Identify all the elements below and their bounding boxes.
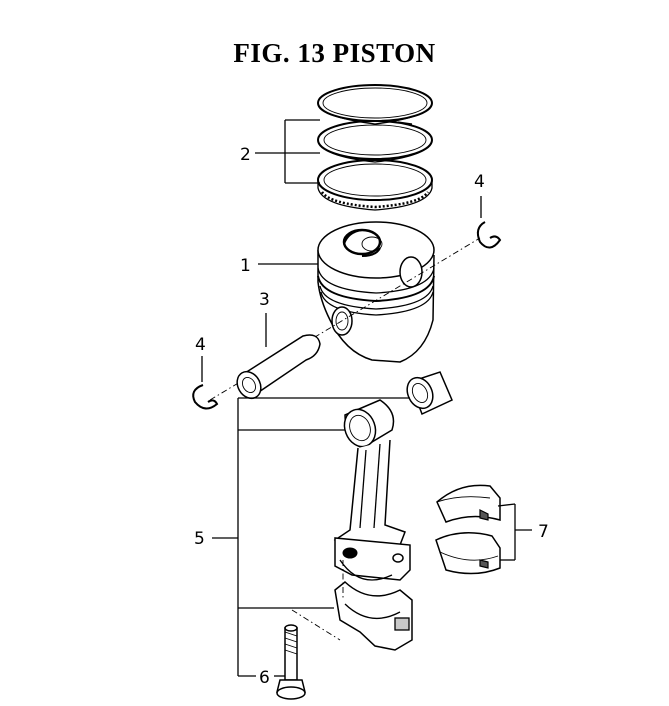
- pin-axis-centerline: [209, 237, 481, 401]
- connecting-rod-cap: [334, 581, 413, 651]
- piston-ring-middle: [317, 120, 433, 163]
- piston-pin: [236, 334, 321, 400]
- piston-ring-top: [317, 84, 433, 125]
- bearing-shell-upper: [436, 484, 501, 523]
- rod-bolt: [276, 624, 306, 700]
- piston-ring-oil: [317, 159, 433, 211]
- connecting-rod: [333, 399, 411, 581]
- callout-5-leader: [212, 397, 410, 677]
- callout-2-leader: [255, 119, 320, 184]
- figure-title: FIG. 13 PISTON: [233, 38, 436, 68]
- piston: [317, 221, 435, 363]
- snap-ring-right: [476, 221, 502, 249]
- bearing-shell-lower: [435, 532, 501, 575]
- callout-label-5: 5: [194, 529, 205, 549]
- piston-ring-set: [317, 84, 433, 211]
- small-end-bushing: [406, 371, 453, 416]
- callout-label-3: 3: [259, 290, 270, 310]
- callout-label-4-right: 4: [474, 172, 485, 192]
- callout-label-4-left: 4: [195, 335, 206, 355]
- callout-label-7: 7: [538, 522, 549, 542]
- snap-ring-left: [192, 384, 219, 410]
- callout-label-6: 6: [259, 668, 270, 688]
- callout-label-1: 1: [240, 256, 251, 276]
- callout-label-2: 2: [240, 145, 251, 165]
- cap-guide-line: [291, 609, 341, 641]
- callout-7-leader: [497, 503, 532, 561]
- piston-crown-bowl: [342, 228, 383, 257]
